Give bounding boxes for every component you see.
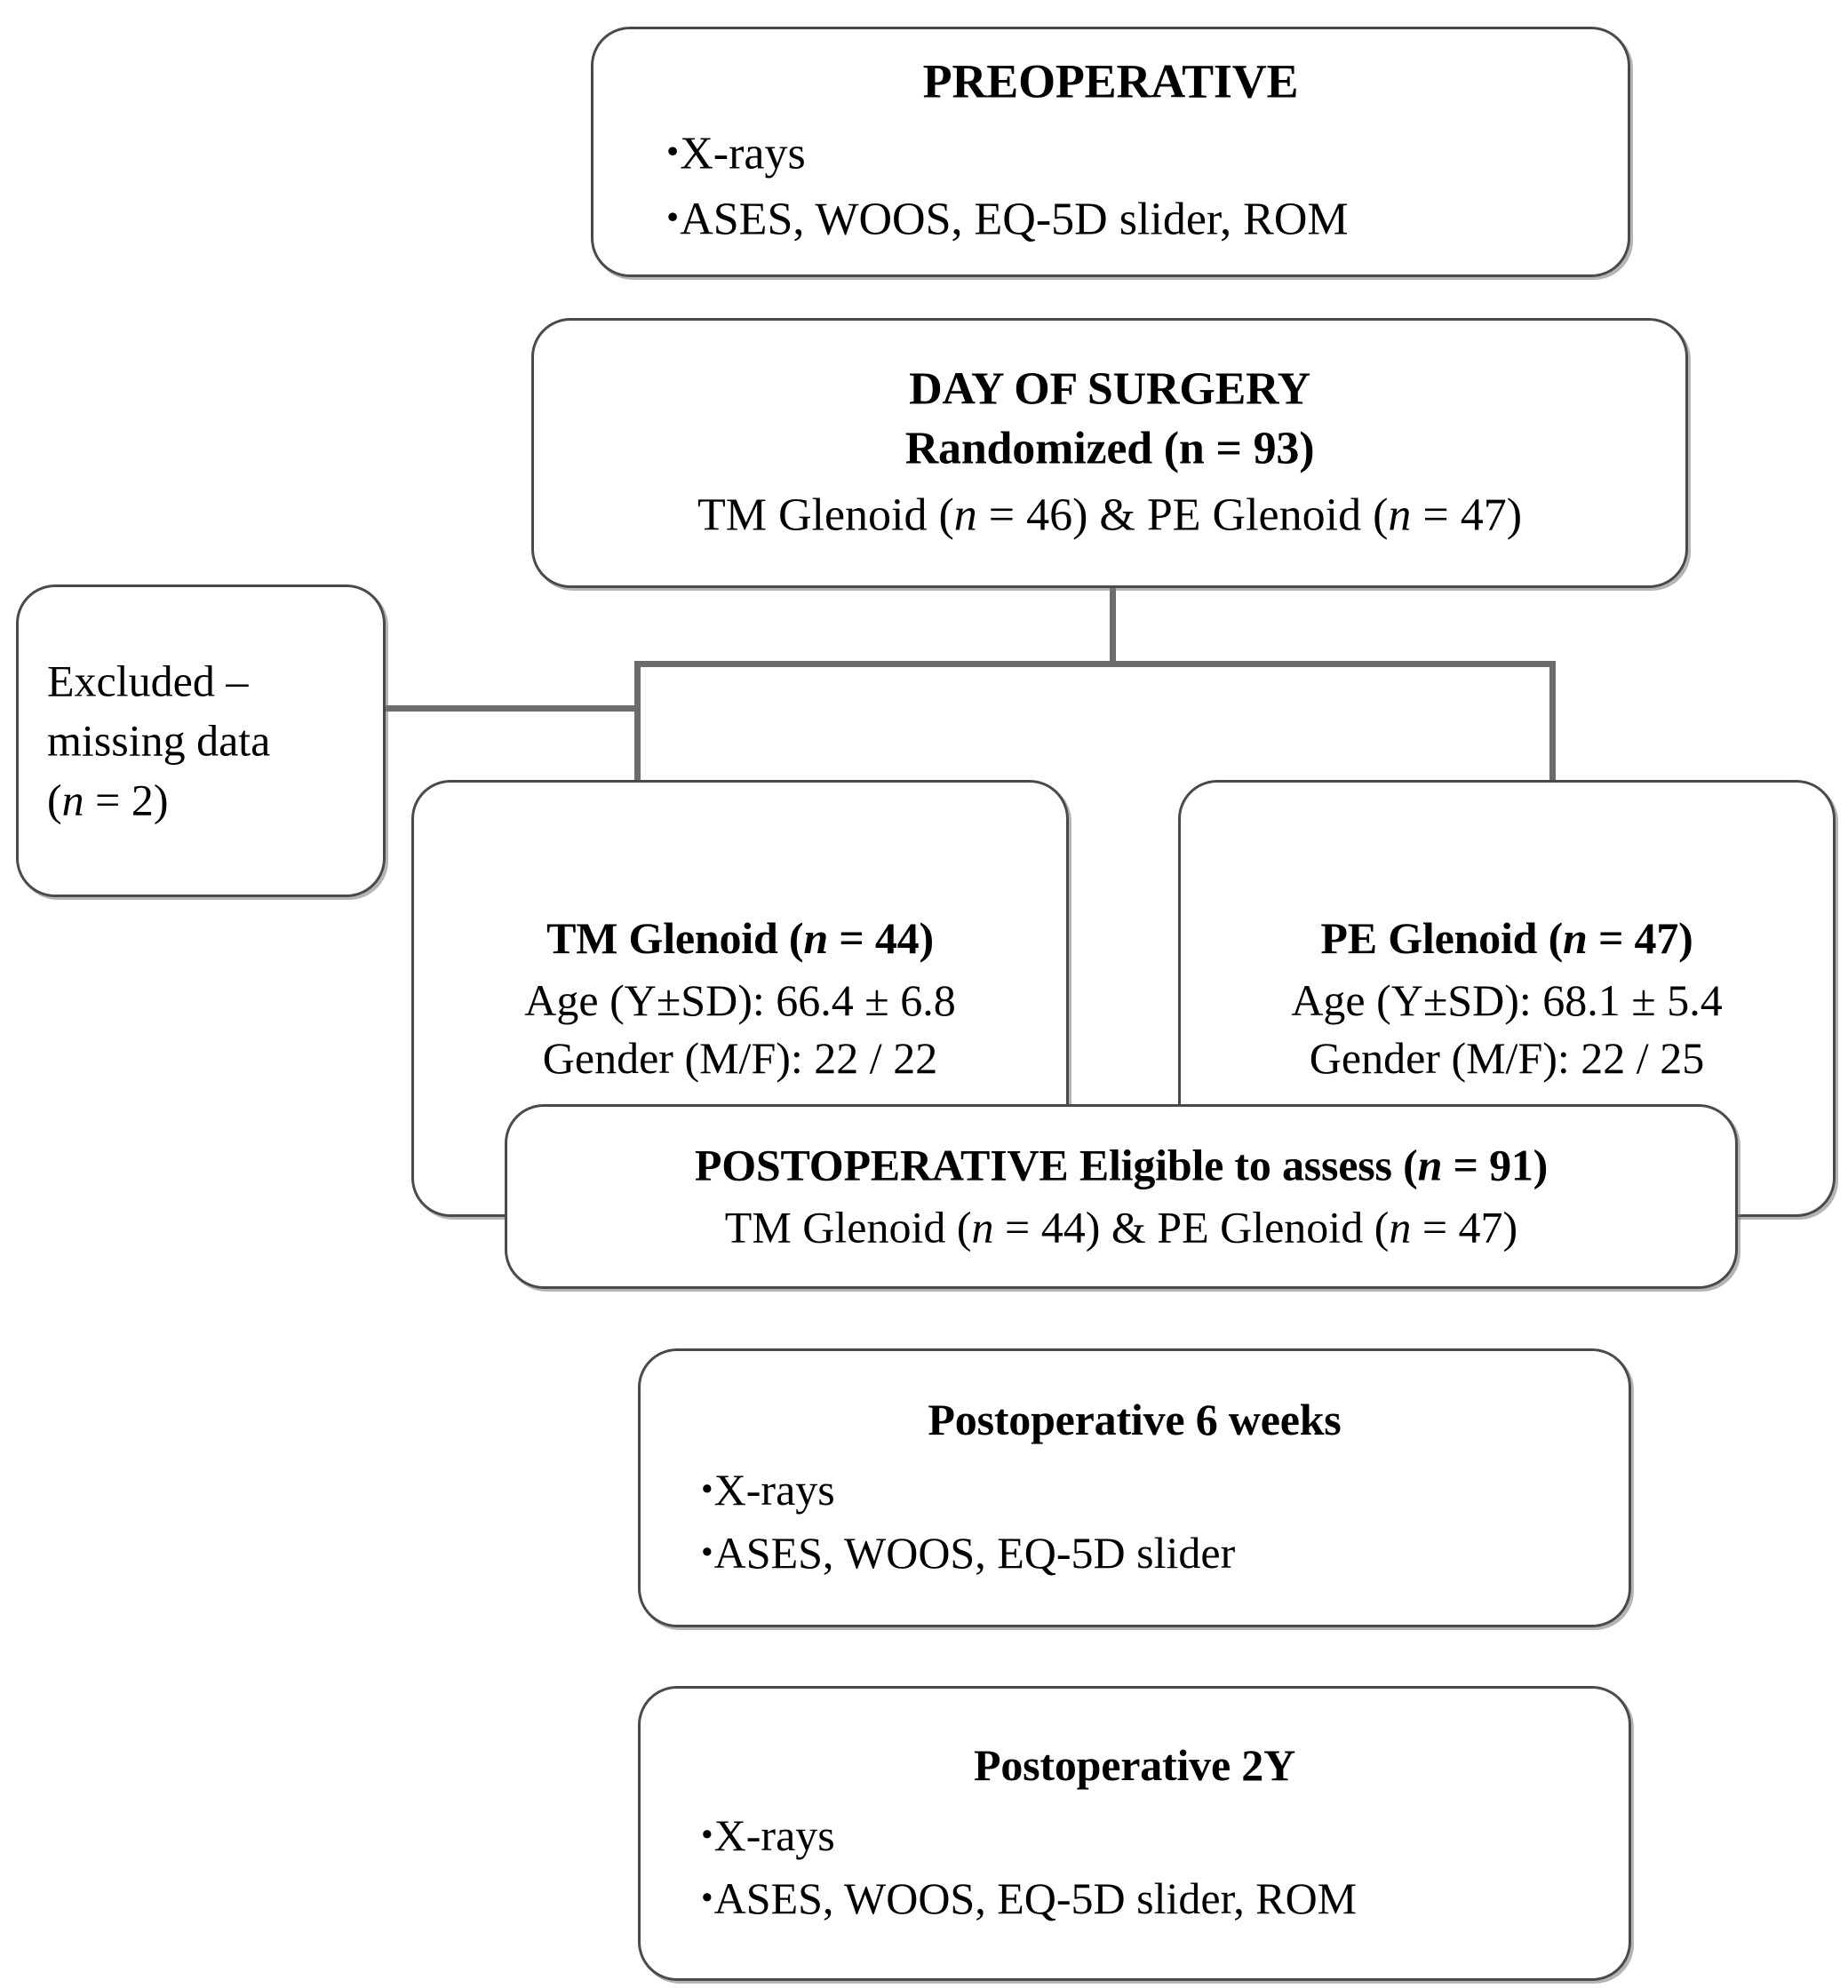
pe-glenoid-age-row: Age (Y±SD): 68.1 ± 5.4: [1204, 972, 1810, 1030]
connector-branch-left: [634, 661, 641, 783]
tm-title-pre: TM Glenoid (: [546, 913, 804, 963]
postop-group-mid: = 44) & PE Glenoid (: [993, 1202, 1390, 1252]
excluded-line-1: Excluded –: [47, 656, 249, 706]
list-item: •ASES, WOOS, EQ-5D slider, ROM: [701, 1867, 1605, 1930]
pe-age-value: 68.1 ± 5.4: [1542, 975, 1723, 1025]
list-item: •X-rays: [701, 1804, 1605, 1867]
node-postoperative-2y[interactable]: Postoperative 2Y •X-rays •ASES, WOOS, EQ…: [638, 1686, 1631, 1981]
list-item: •X-rays: [666, 122, 1605, 187]
pe-gender-label: Gender (M/F):: [1309, 1033, 1581, 1083]
pe-glenoid-title: PE Glenoid (n = 47): [1204, 910, 1810, 966]
bullet-icon: •: [701, 1815, 713, 1854]
day-of-surgery-randomized: Randomized (n = 93): [904, 423, 1315, 474]
node-pe-glenoid-content: PE Glenoid (n = 47) Age (Y±SD): 68.1 ± 5…: [1181, 910, 1833, 1087]
group-text-pre: TM Glenoid (: [697, 489, 954, 541]
postop-n-symbol: n: [1417, 1140, 1443, 1190]
node-postoperative-eligible[interactable]: POSTOPERATIVE Eligible to assess (n = 91…: [505, 1104, 1738, 1289]
list-item: •ASES, WOOS, EQ-5D slider: [701, 1522, 1605, 1585]
connector-branch-right: [1549, 661, 1556, 783]
postop-n-symbol: n: [971, 1202, 994, 1252]
tm-glenoid-gender-row: Gender (M/F): 22 / 22: [437, 1030, 1043, 1087]
p2y-bullet-2: ASES, WOOS, EQ-5D slider, ROM: [713, 1873, 1358, 1923]
p6w-bullet-1: X-rays: [713, 1465, 835, 1515]
tm-gender-label: Gender (M/F):: [542, 1033, 815, 1083]
bullet-icon: •: [701, 1878, 713, 1917]
node-excluded-missing-data[interactable]: Excluded – missing data (n = 2): [16, 584, 386, 897]
postoperative-6-weeks-bullet-list: •X-rays •ASES, WOOS, EQ-5D slider: [664, 1459, 1605, 1585]
p6w-bullet-2: ASES, WOOS, EQ-5D slider: [713, 1528, 1236, 1578]
list-item: •X-rays: [701, 1459, 1605, 1522]
pe-n-symbol: n: [1563, 913, 1588, 963]
excluded-n-symbol: n: [61, 775, 84, 825]
postoperative-eligible-title: POSTOPERATIVE Eligible to assess (n = 91…: [530, 1137, 1712, 1194]
preoperative-bullet-list: •X-rays •ASES, WOOS, EQ-5D slider, ROM: [617, 122, 1605, 253]
tm-gender-value: 22 / 22: [814, 1033, 938, 1083]
connector-excluded-link: [384, 705, 641, 712]
bullet-icon: •: [701, 1532, 713, 1571]
node-tm-glenoid-content: TM Glenoid (n = 44) Age (Y±SD): 66.4 ± 6…: [414, 910, 1066, 1087]
tm-glenoid-title: TM Glenoid (n = 44): [437, 910, 1043, 966]
node-day-of-surgery[interactable]: DAY OF SURGERY Randomized (n = 93) TM Gl…: [531, 318, 1688, 588]
p2y-bullet-1: X-rays: [713, 1810, 835, 1860]
connector-branch-bar: [634, 661, 1556, 667]
postop-group-pre: TM Glenoid (: [724, 1202, 972, 1252]
node-day-of-surgery-content: DAY OF SURGERY Randomized (n = 93) TM Gl…: [534, 361, 1685, 546]
tm-age-value: 66.4 ± 6.8: [776, 975, 956, 1025]
group-n-symbol: n: [953, 489, 977, 541]
bullet-icon: •: [701, 1469, 713, 1508]
pe-age-label: Age (Y±SD):: [1291, 975, 1543, 1025]
node-postoperative-2y-content: Postoperative 2Y •X-rays •ASES, WOOS, EQ…: [641, 1737, 1629, 1930]
postop-title-post: = 91): [1442, 1140, 1549, 1190]
tm-age-label: Age (Y±SD):: [524, 975, 777, 1025]
pe-title-pre: PE Glenoid (: [1320, 913, 1564, 963]
excluded-paren-open: (: [47, 775, 62, 825]
day-of-surgery-groups: TM Glenoid (n = 46) & PE Glenoid (n = 47…: [557, 486, 1662, 546]
tm-n-symbol: n: [803, 913, 828, 963]
excluded-line-2: missing data: [47, 715, 271, 766]
excluded-count: = 2): [84, 775, 169, 825]
pe-glenoid-gender-row: Gender (M/F): 22 / 25: [1204, 1030, 1810, 1087]
node-preoperative-content: PREOPERATIVE •X-rays •ASES, WOOS, EQ-5D …: [593, 52, 1628, 253]
pe-gender-value: 22 / 25: [1581, 1033, 1705, 1083]
excluded-line-3: (n = 2): [47, 771, 354, 831]
bullet-icon: •: [666, 131, 680, 172]
group-n-symbol: n: [1388, 489, 1412, 541]
preoperative-bullet-2: ASES, WOOS, EQ-5D slider, ROM: [680, 194, 1349, 245]
connector-surgery-stem: [1110, 586, 1116, 666]
node-postoperative-6-weeks-content: Postoperative 6 weeks •X-rays •ASES, WOO…: [641, 1391, 1629, 1585]
preoperative-title: PREOPERATIVE: [922, 54, 1299, 108]
postoperative-eligible-groups: TM Glenoid (n = 44) & PE Glenoid (n = 47…: [530, 1199, 1712, 1257]
postop-title-pre: POSTOPERATIVE Eligible to assess (: [694, 1140, 1418, 1190]
tm-title-post: = 44): [827, 913, 934, 963]
postoperative-2y-bullet-list: •X-rays •ASES, WOOS, EQ-5D slider, ROM: [664, 1804, 1605, 1930]
postop-n-symbol: n: [1389, 1202, 1412, 1252]
group-text-post: = 47): [1411, 489, 1523, 541]
postoperative-6-weeks-title: Postoperative 6 weeks: [928, 1395, 1342, 1444]
node-preoperative[interactable]: PREOPERATIVE •X-rays •ASES, WOOS, EQ-5D …: [591, 27, 1630, 277]
bullet-icon: •: [666, 196, 680, 237]
tm-glenoid-age-row: Age (Y±SD): 66.4 ± 6.8: [437, 972, 1043, 1030]
postoperative-2y-title: Postoperative 2Y: [974, 1740, 1295, 1790]
list-item: •ASES, WOOS, EQ-5D slider, ROM: [666, 187, 1605, 253]
preoperative-bullet-1: X-rays: [680, 128, 806, 179]
pe-title-post: = 47): [1587, 913, 1693, 963]
postop-group-post: = 47): [1411, 1202, 1518, 1252]
node-postoperative-eligible-content: POSTOPERATIVE Eligible to assess (n = 91…: [507, 1137, 1735, 1257]
node-postoperative-6-weeks[interactable]: Postoperative 6 weeks •X-rays •ASES, WOO…: [638, 1348, 1631, 1627]
group-text-mid: = 46) & PE Glenoid (: [976, 489, 1389, 541]
day-of-surgery-title: DAY OF SURGERY: [909, 363, 1310, 415]
node-excluded-content: Excluded – missing data (n = 2): [19, 652, 383, 831]
